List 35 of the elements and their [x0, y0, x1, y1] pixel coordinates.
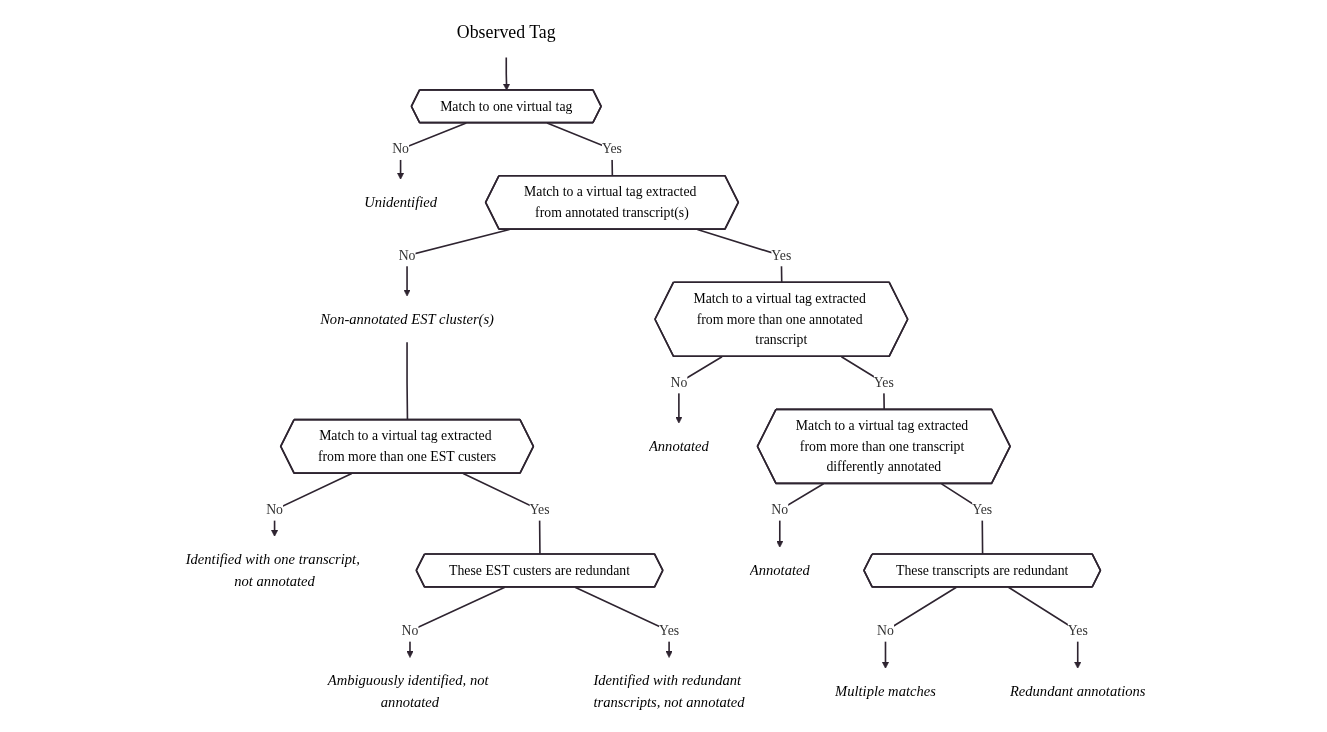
edge-label: Yes	[771, 247, 792, 264]
connector	[406, 341, 409, 421]
connector	[696, 228, 783, 284]
edge-label: Yes	[1067, 623, 1088, 639]
arrow	[574, 586, 673, 658]
arrow	[776, 483, 825, 548]
node-text: Unidentified	[364, 193, 438, 211]
arrow	[1007, 586, 1082, 669]
node-text: Observed Tag	[456, 21, 556, 43]
arrow	[881, 586, 958, 669]
edge-label: Yes	[529, 502, 550, 518]
node-text: Identified with redundant transcripts, not annotated	[593, 672, 745, 711]
node-text: Ambiguously identified, not annotated	[327, 672, 489, 711]
edge-label: No	[266, 502, 283, 518]
arrow	[406, 586, 506, 658]
edge-label: No	[771, 502, 789, 518]
connector	[462, 472, 541, 556]
edge-label: No	[670, 374, 688, 391]
arrow	[502, 56, 511, 91]
edge-label: No	[392, 141, 409, 157]
node-text: Multiple matches	[835, 683, 936, 700]
node-text: Redundant annotations	[1009, 683, 1146, 700]
edge-label: No	[398, 247, 416, 264]
node-text: Non-annotated EST cluster(s)	[320, 310, 494, 327]
arrow	[397, 122, 468, 180]
edge-label: No	[877, 623, 894, 639]
edge-label: Yes	[972, 502, 993, 518]
arrow	[675, 355, 723, 424]
edge-label: Yes	[659, 623, 680, 639]
edge-label: Yes	[873, 374, 894, 391]
edge-label: No	[401, 623, 419, 639]
node-text: Annotated	[749, 561, 810, 579]
node-text: Annotated	[648, 437, 709, 455]
node-text: Identified with one transcript, not annotated	[185, 551, 360, 590]
edge-label: Yes	[601, 141, 622, 157]
